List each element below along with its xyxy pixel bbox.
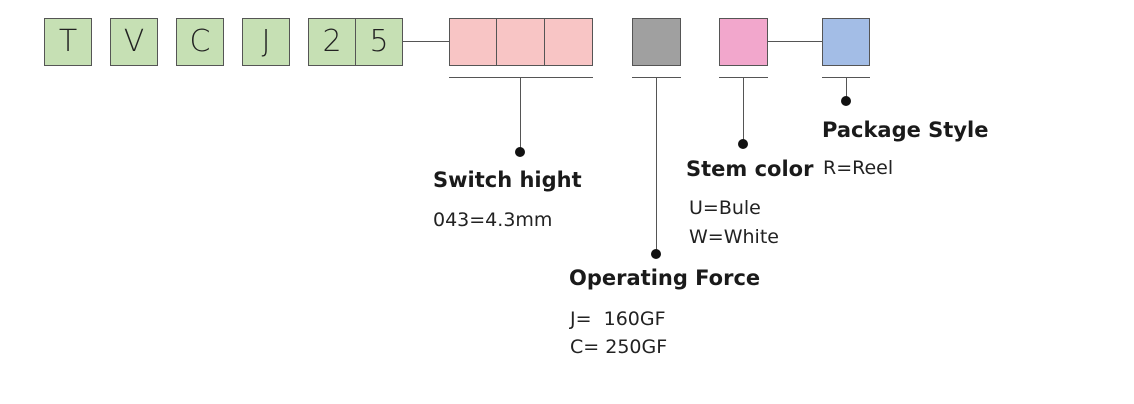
operating-force-box [632,18,681,66]
code-box-c: C [176,18,224,66]
switch-height-dot [515,147,525,157]
stem-color-title: Stem color [686,157,814,181]
package-style-title: Package Style [822,118,989,142]
operating-force-leader [656,77,657,253]
code-box-j: J [242,18,290,66]
switch-height-option: 043=4.3mm [433,209,553,231]
switch-height-box-2 [496,18,545,66]
switch-height-box-1 [449,18,497,66]
switch-height-bracket [449,77,593,78]
code-box-2: 2 [308,18,356,66]
stem-color-option: W=White [689,226,779,248]
code-box-v: V [110,18,158,66]
stem-color-option: U=Bule [689,197,761,219]
package-style-box [822,18,870,66]
operating-force-option: J= 160GF [570,308,666,330]
switch-height-box-3 [544,18,593,66]
operating-force-title: Operating Force [569,266,761,290]
connector-line [403,41,449,42]
stem-color-leader [743,77,744,143]
package-style-option: R=Reel [823,157,894,179]
operating-force-option: C= 250GF [570,336,668,358]
connector-line [768,41,822,42]
code-box-5: 5 [355,18,403,66]
package-style-dot [841,96,851,106]
code-box-t: T [44,18,92,66]
stem-color-box [719,18,768,66]
operating-force-dot [651,249,661,259]
switch-height-title: Switch hight [433,168,582,192]
switch-height-leader [520,77,521,151]
stem-color-dot [738,139,748,149]
package-style-leader [846,77,847,97]
